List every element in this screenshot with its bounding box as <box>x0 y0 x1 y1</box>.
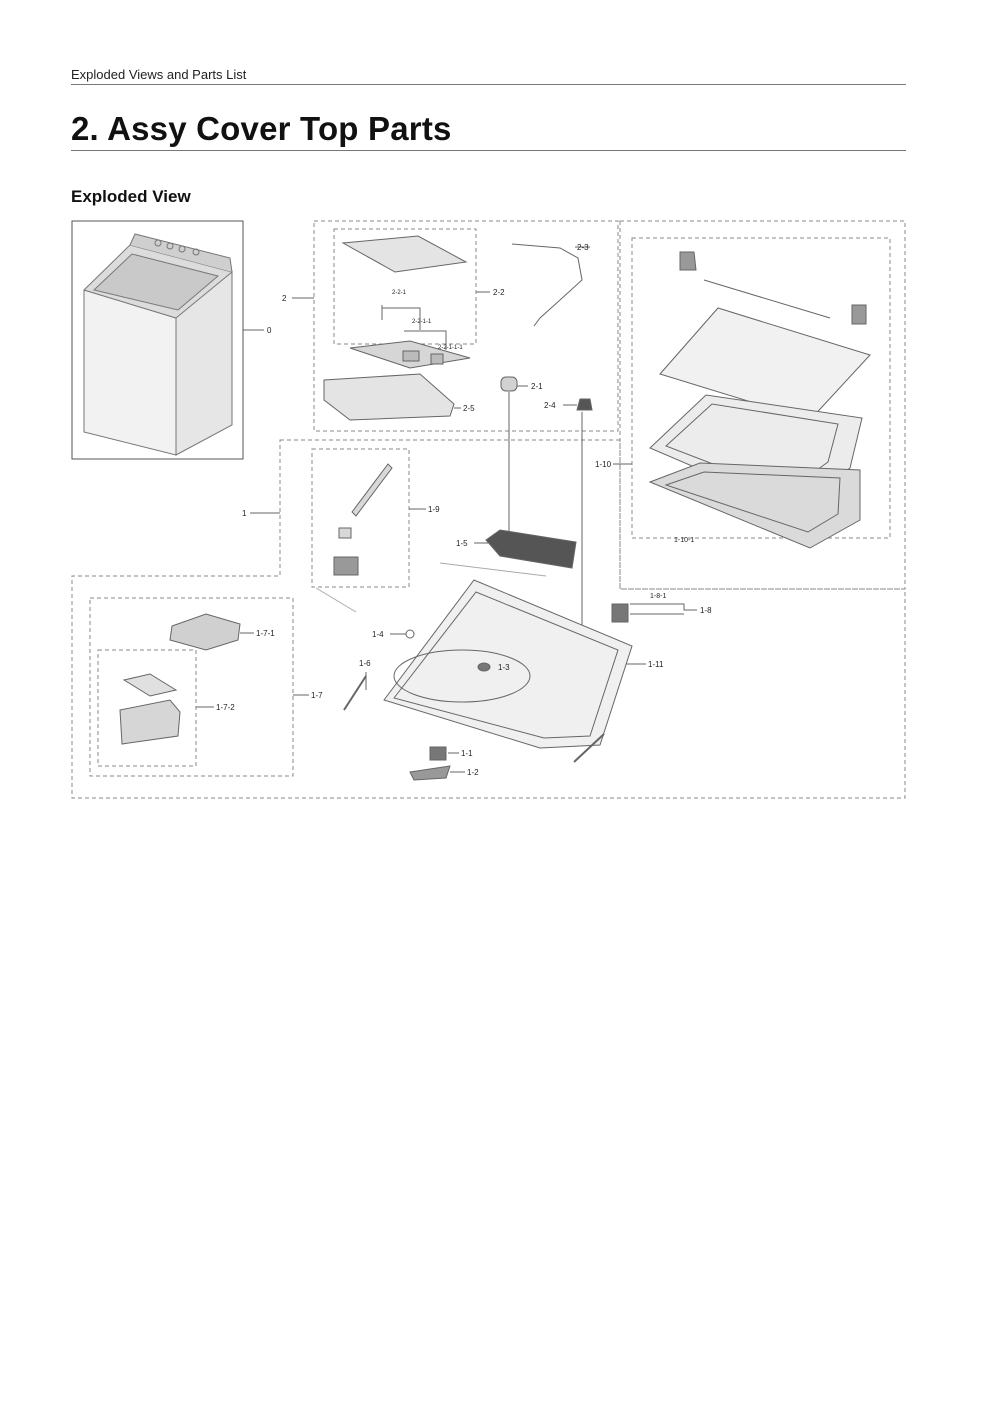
callout-1-7: 1-7 <box>311 691 323 700</box>
callout-2-3: 2-3 <box>577 243 589 252</box>
part-2-1-knob <box>500 376 518 392</box>
running-header: Exploded Views and Parts List <box>71 67 247 82</box>
callout-1-6: 1-6 <box>359 659 371 668</box>
part-1-7-2-drawer <box>119 699 181 745</box>
part-1-2-part <box>409 765 451 781</box>
part-1-10-rod <box>703 279 831 319</box>
header-rule <box>71 84 906 85</box>
callout-2: 2 <box>282 294 287 303</box>
part-1-9-block <box>333 556 359 576</box>
group-1-frame <box>71 439 906 799</box>
part-2-3-harness <box>511 243 583 327</box>
callout-1-5: 1-5 <box>456 539 468 548</box>
washer-illustration <box>83 233 234 456</box>
title-rule <box>71 150 906 151</box>
group-1-7-2-frame <box>97 649 197 767</box>
callout-2-2-1: 2-2-1 <box>392 290 407 296</box>
part-1-9-rod <box>351 463 393 517</box>
part-1-1-part <box>429 746 447 761</box>
group-1-9-frame <box>311 448 410 588</box>
callout-1-4: 1-4 <box>372 630 384 639</box>
leader-1-8 <box>630 603 697 615</box>
callout-2-2-1-1: 2-2-1-1 <box>412 319 432 325</box>
part-misc-pin <box>573 733 605 763</box>
callout-1-9: 1-9 <box>428 505 440 514</box>
callout-1-10-1: 1-10-1 <box>674 537 694 544</box>
group-2-2-frame <box>333 228 477 345</box>
group-1-10-inner-frame <box>631 237 891 539</box>
leader-2-2-1 <box>381 305 421 330</box>
callout-1-3: 1-3 <box>498 663 510 672</box>
part-1-10-base-frame <box>648 462 861 549</box>
callout-0: 0 <box>267 326 272 335</box>
callout-1-8: 1-8 <box>700 606 712 615</box>
part-1-8-part <box>611 603 629 623</box>
part-2-2-1-1-1-chip <box>430 353 444 365</box>
assembly-0-frame <box>71 220 244 460</box>
part-2-5-housing <box>323 373 455 421</box>
callout-1-7-1: 1-7-1 <box>256 629 275 638</box>
callout-1-10: 1-10 <box>595 460 612 469</box>
leader-2-2-1-1 <box>404 330 447 350</box>
part-1-3-part <box>477 662 491 672</box>
part-2-4-clip <box>576 398 593 411</box>
group-2-frame <box>313 220 619 432</box>
callout-2-2: 2-2 <box>493 288 505 297</box>
callout-1-2: 1-2 <box>467 768 479 777</box>
part-2-2-panel <box>341 235 468 273</box>
callout-1-1: 1-1 <box>461 749 473 758</box>
part-1-4-ring <box>405 629 415 639</box>
group-1-10-outer-frame <box>619 220 906 590</box>
callout-1-7-2: 1-7-2 <box>216 703 235 712</box>
callout-2-4: 2-4 <box>544 401 556 410</box>
callout-1: 1 <box>242 509 247 518</box>
callout-1-8-1: 1-8-1 <box>650 593 666 600</box>
part-2-2-1-1-chip <box>402 350 420 362</box>
part-1-6-pin <box>343 675 367 711</box>
callout-1-11: 1-11 <box>648 660 664 669</box>
part-1-7-1-housing <box>169 613 241 651</box>
group-1-7-frame <box>89 597 294 777</box>
callout-2-2-1-1-1: 2-2-1-1-1 <box>438 345 463 351</box>
callout-2-1: 2-1 <box>531 382 543 391</box>
callout-2-5: 2-5 <box>463 404 475 413</box>
part-1-11-base <box>383 579 633 749</box>
part-1-5-switches <box>485 529 577 569</box>
part-1-10-hinge-left <box>679 251 697 271</box>
part-1-10-hinge-right <box>851 304 867 325</box>
subsection-title: Exploded View <box>71 187 191 206</box>
section-title: 2. Assy Cover Top Parts <box>71 110 452 147</box>
